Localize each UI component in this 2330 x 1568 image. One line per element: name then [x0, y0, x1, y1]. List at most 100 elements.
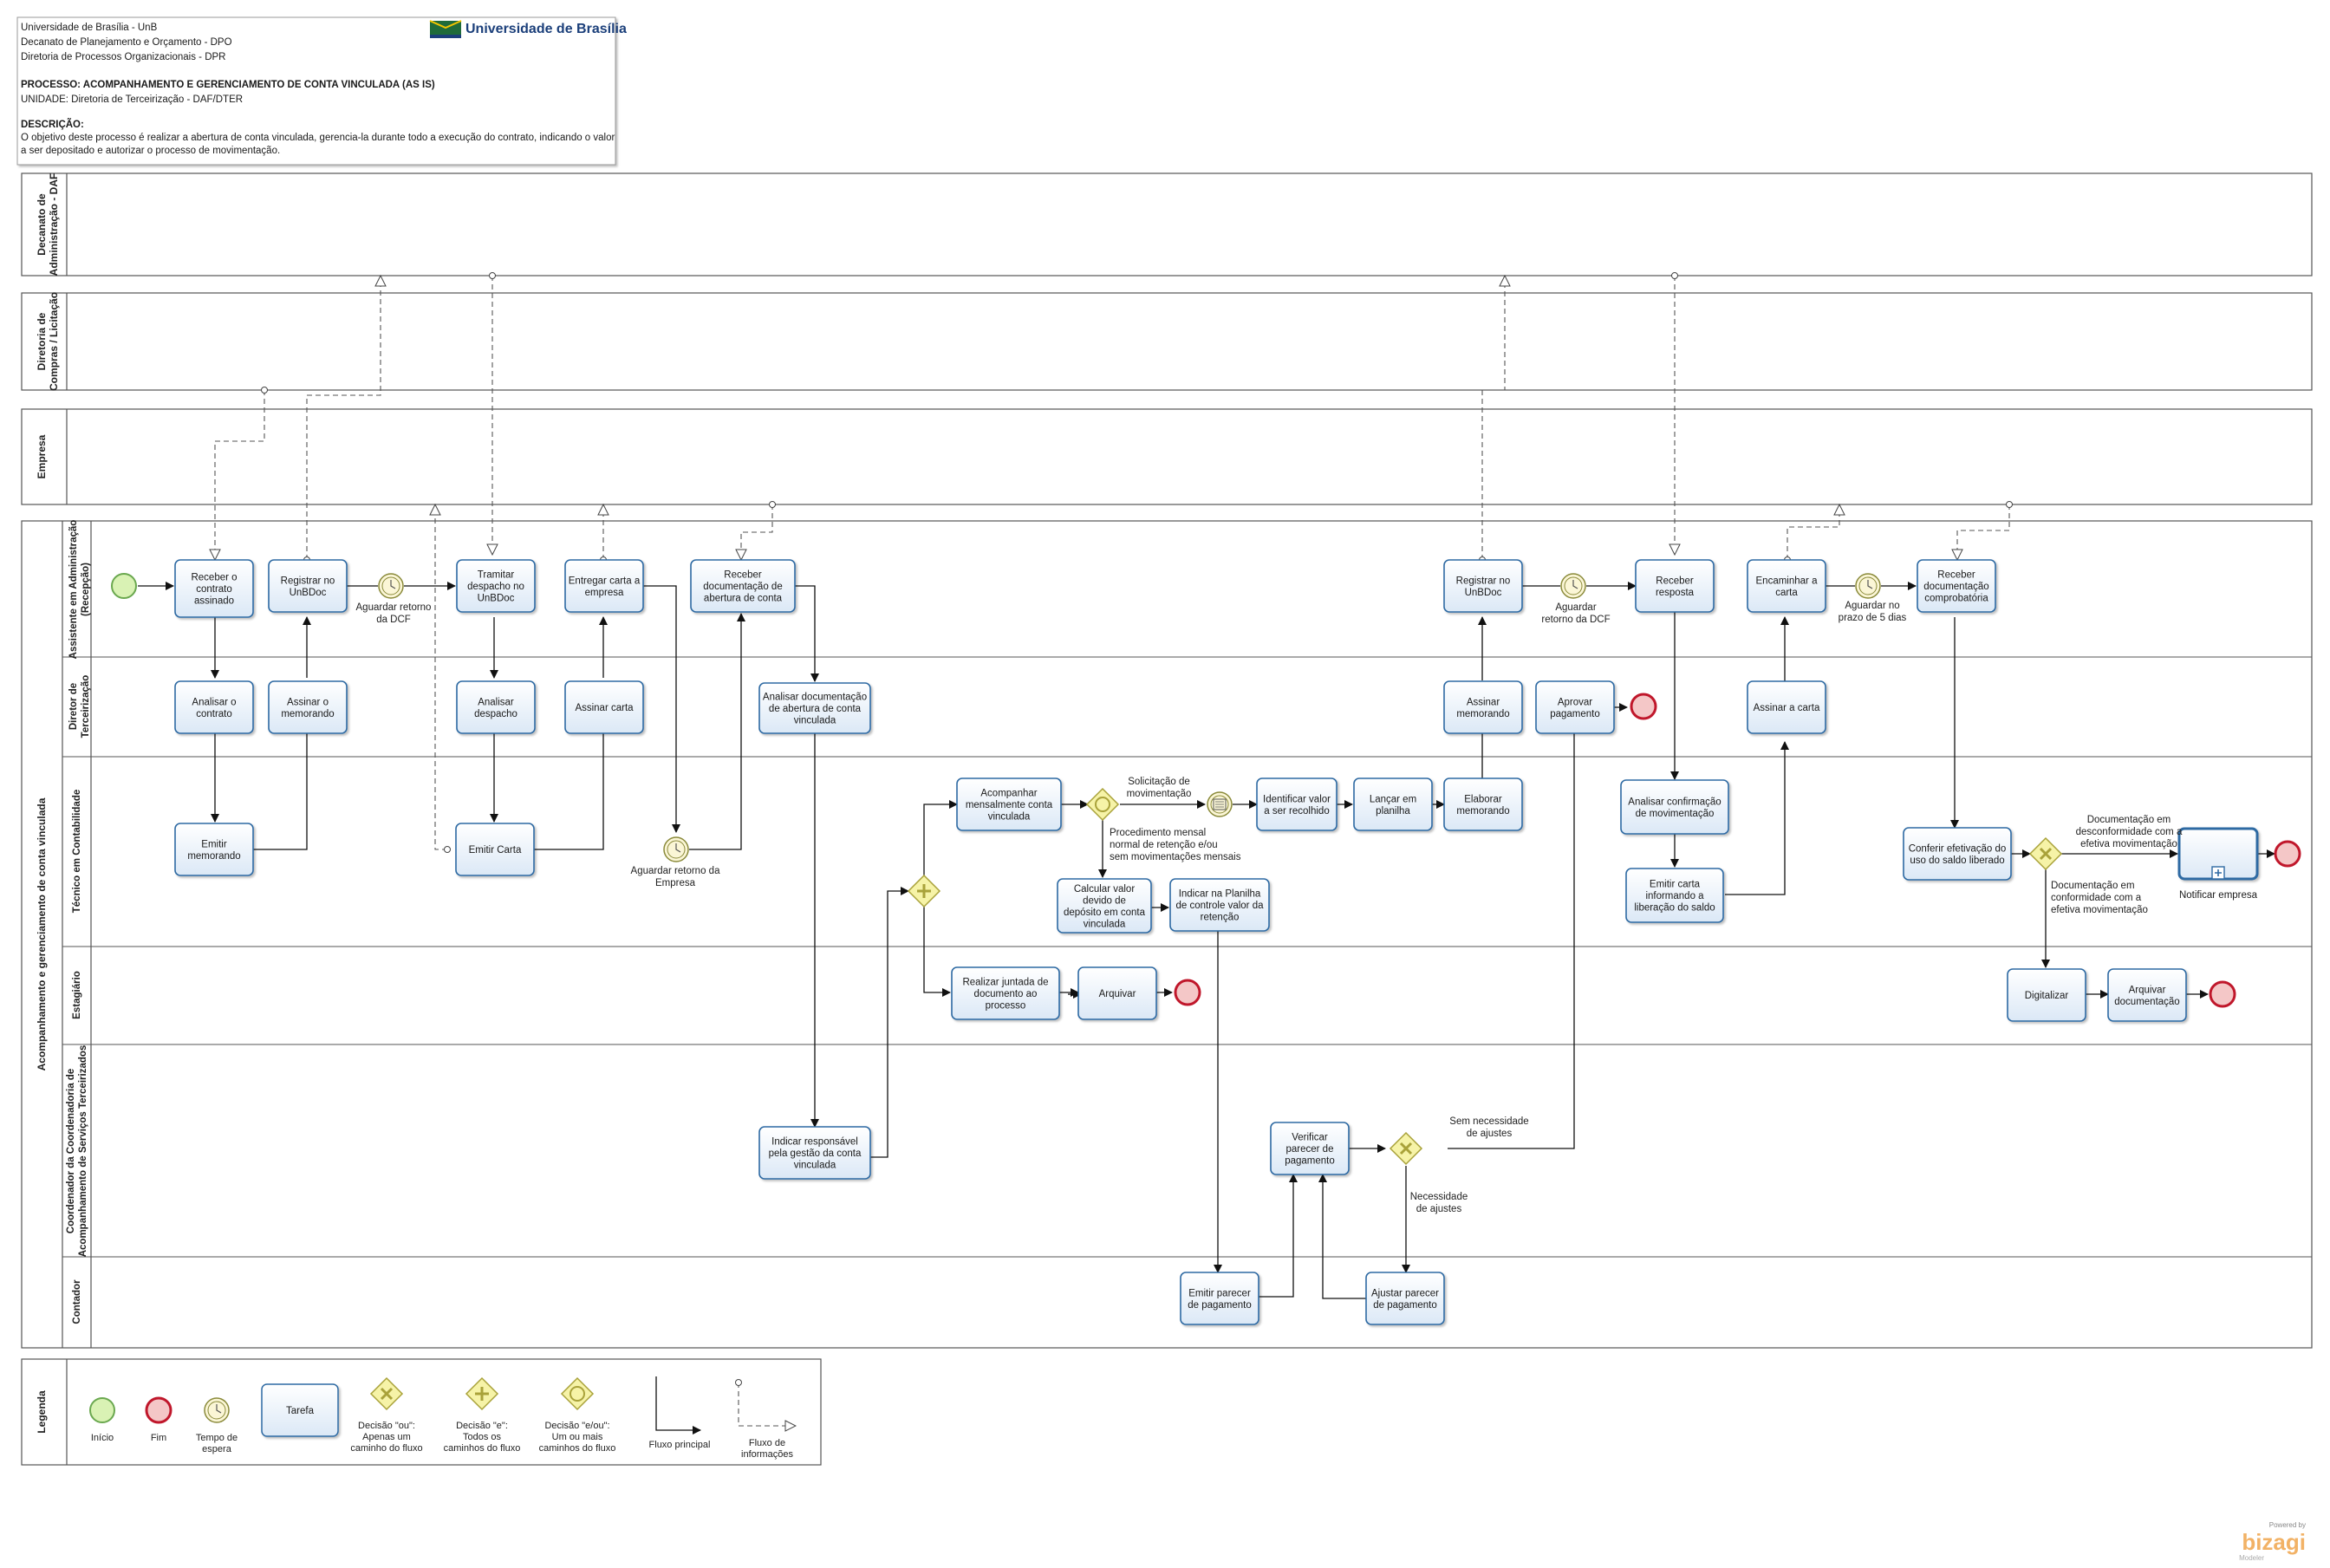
- label-aguardar-prazo-line: Aguardar no: [1845, 601, 1899, 611]
- task-label-line: depósito em conta: [1064, 908, 1146, 918]
- legend-label-tempo-line: espera: [202, 1444, 232, 1454]
- task-label-line: mensalmente conta: [966, 800, 1053, 810]
- legend-label-eou-line: caminhos do fluxo: [539, 1443, 616, 1454]
- task-label-line: Assinar: [1467, 697, 1500, 707]
- logo-text: Universidade de Brasília: [465, 22, 627, 36]
- task-label: Assinar carta: [575, 703, 634, 713]
- task-label-line: liberação do saldo: [1634, 903, 1715, 914]
- task-label-line: Receber: [724, 570, 762, 581]
- task-label-line: Assinar carta: [575, 703, 634, 713]
- legend-label-ou-line: Apenas um: [362, 1432, 411, 1442]
- task-label-line: Emitir: [201, 839, 227, 849]
- task-label: Assinar a carta: [1754, 703, 1820, 713]
- legend-label-inicio: Início: [91, 1433, 114, 1443]
- description-line: a ser depositado e autorizar o processo …: [21, 146, 280, 156]
- label-aguardar-dcf1-line: da DCF: [376, 615, 411, 625]
- label-procedimento-line: Procedimento mensal: [1110, 828, 1206, 838]
- lane-label-contador: Contador: [72, 1279, 82, 1324]
- label-aguardar-dcf1-line: Aguardar retorno: [356, 602, 432, 613]
- task-label: Arquivar: [1099, 989, 1136, 999]
- label-necessidade-line: Necessidade: [1410, 1192, 1468, 1202]
- task-label-line: processo: [986, 1001, 1026, 1012]
- legend-label-fim: Fim: [151, 1433, 166, 1443]
- legend-inclusive-icon: [560, 1376, 595, 1411]
- task-label-line: Notificar empresa: [2179, 890, 2258, 901]
- task-label-line: Registrar no: [281, 576, 335, 586]
- task-label-line: de pagamento: [1188, 1300, 1252, 1311]
- task-label-line: contrato: [196, 709, 232, 719]
- legend-start-icon: [89, 1397, 115, 1423]
- task-label-line: informando a: [1645, 891, 1704, 901]
- gateways: [907, 787, 2063, 1166]
- task-label-line: Emitir parecer: [1188, 1288, 1251, 1298]
- task-assinar-carta2[interactable]: Assinar a carta: [1747, 680, 1826, 734]
- gateway-exclusive-parecer: [1389, 1131, 1423, 1166]
- task-arquivar1[interactable]: Arquivar: [1077, 966, 1157, 1020]
- task-label-line: memorando: [1456, 806, 1509, 817]
- pool-label-compras-line: Diretoria de: [36, 312, 48, 370]
- timer-event-empresa: [663, 836, 689, 862]
- task-label-line: memorando: [1456, 709, 1509, 719]
- legend-title: Legenda: [36, 1390, 48, 1434]
- watermark-product: Modeler: [2239, 1554, 2264, 1562]
- task-label-line: Indicar na Planilha: [1179, 889, 1261, 900]
- task-label-line: documentação de: [703, 582, 782, 592]
- task-emitir-carta[interactable]: Emitir Carta: [455, 823, 535, 876]
- task-label-line: Encaminhar a: [1756, 576, 1819, 586]
- task-notificar[interactable]: Notificar empresa: [2177, 827, 2259, 901]
- legend-label-fluxo-info-line: informações: [741, 1449, 793, 1460]
- task-digitalizar[interactable]: Digitalizar: [2007, 968, 2086, 1022]
- legend-label-fluxo-principal: Fluxo principal: [649, 1440, 711, 1450]
- task-emitir-parecer[interactable]: Emitir parecer de pagamento: [1180, 1272, 1259, 1325]
- gateway-parallel: [907, 874, 941, 908]
- pool-daf: [21, 172, 2313, 277]
- task-label-line: UnBDoc: [1465, 588, 1502, 598]
- pool-labels: Decanato deAdministração - DAFDiretoria …: [36, 173, 91, 1434]
- task-assinar-carta1[interactable]: Assinar carta: [564, 680, 644, 734]
- task-assinar-memorando2[interactable]: Assinar memorando: [1443, 680, 1523, 734]
- task-label-line: pela gestão da conta: [769, 1148, 862, 1159]
- label-desconformidade-line: desconformidade com a: [2076, 827, 2183, 837]
